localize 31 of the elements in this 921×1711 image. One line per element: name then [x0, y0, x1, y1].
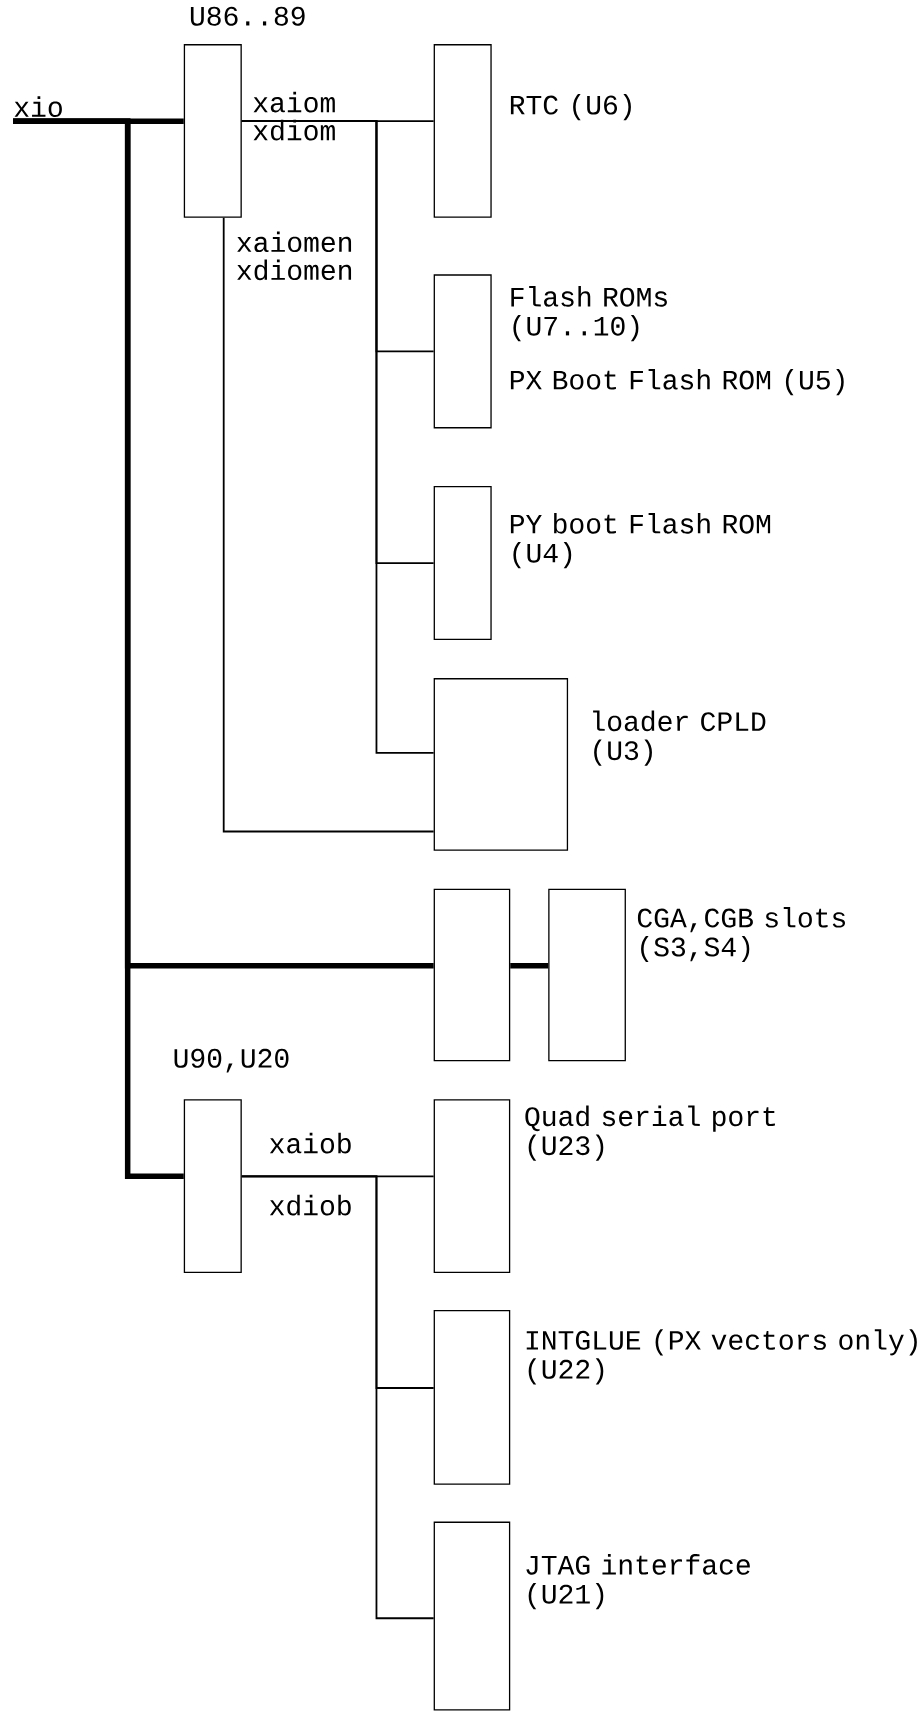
chip-box	[433, 678, 569, 851]
part-label: U90,U20	[174, 1048, 289, 1073]
part-label: loader CPLD (U3)	[593, 710, 766, 766]
chip-box	[433, 1309, 511, 1485]
bus-label: xio	[14, 96, 62, 117]
part-label: U86..89	[190, 6, 305, 26]
bus-line	[222, 216, 435, 833]
part-label: JTAG interface (U21)	[526, 1554, 750, 1610]
signal-label: xaiob xdiob	[269, 1132, 351, 1216]
bus-line	[510, 962, 549, 969]
part-label: Quad serial port (U23)	[525, 1105, 775, 1161]
chip-box	[433, 1521, 511, 1711]
part-label: Flash ROMs (U7..10)	[511, 286, 667, 342]
bus-line	[240, 120, 435, 754]
signal-label: xaiomen xdiomen	[237, 231, 352, 281]
chip-box	[548, 888, 626, 1062]
chip-box	[433, 888, 511, 1062]
bus-line	[13, 118, 184, 1180]
chip-box	[433, 486, 492, 641]
part-label: PX Boot Flash ROM (U5)	[510, 369, 844, 396]
part-label: CGA,CGB slots (S3,S4)	[637, 907, 845, 963]
chip-box	[433, 44, 492, 218]
signal-label: xaiom xdiom	[253, 91, 335, 141]
chip-box	[183, 44, 242, 218]
chip-box	[433, 274, 492, 429]
chip-box	[433, 1099, 511, 1273]
chip-box	[183, 1099, 242, 1273]
part-label: INTGLUE (PX vectors only) (U22)	[526, 1329, 917, 1385]
bus-line	[240, 1175, 435, 1620]
part-label: PY boot Flash ROM (U4)	[510, 513, 771, 569]
part-label: RTC (U6)	[510, 94, 631, 121]
